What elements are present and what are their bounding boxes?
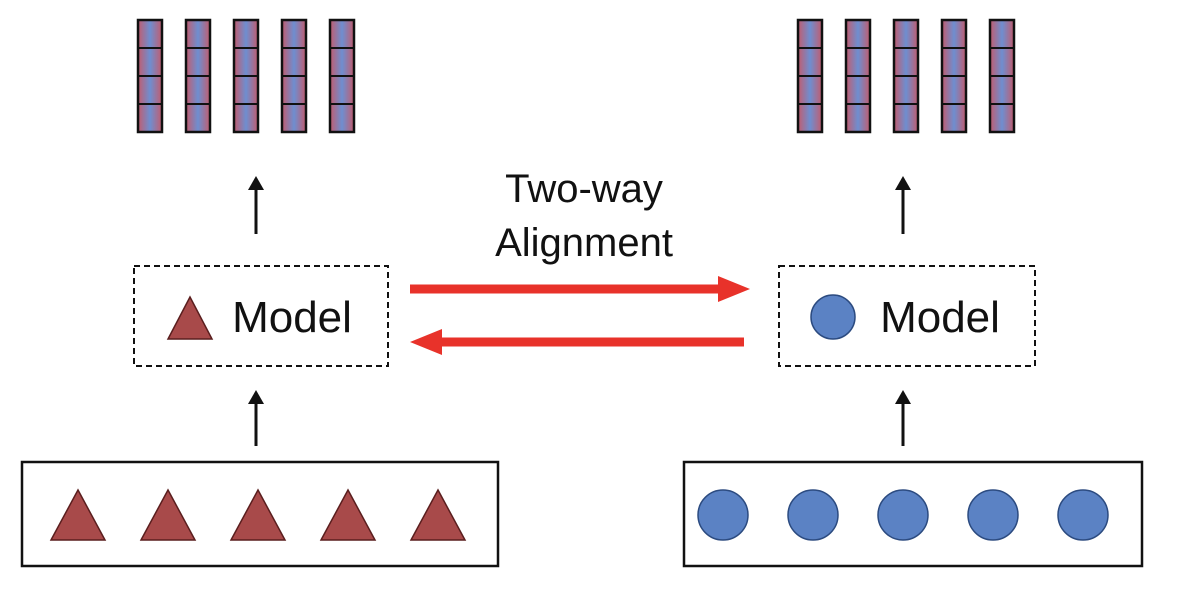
triangle-icon [49, 488, 107, 541]
left-output-vector [136, 18, 164, 134]
right-output-vector [844, 18, 872, 134]
alignment-arrow-left [410, 329, 744, 355]
left-up-arrow-top [248, 176, 264, 234]
left-input-box [20, 460, 500, 568]
right-output-vector [988, 18, 1016, 134]
right-input-tokens [697, 489, 1109, 541]
left-input-tokens [49, 488, 467, 541]
left-up-arrow-bottom [248, 390, 264, 446]
left-output-vector [328, 18, 356, 134]
left-model-box: Model [133, 265, 389, 367]
right-input-box [682, 460, 1144, 568]
right-output-vector [796, 18, 824, 134]
alignment-label-line1: Two-way [505, 167, 663, 211]
triangle-icon [409, 488, 467, 541]
right-up-arrow-top [895, 176, 911, 234]
circle-icon [877, 489, 929, 541]
right-model-box: Model [778, 265, 1036, 367]
circle-icon [967, 489, 1019, 541]
circle-icon [697, 489, 749, 541]
left-output-vectors [136, 18, 356, 134]
left-model-label: Model [232, 293, 352, 342]
circle-icon [787, 489, 839, 541]
triangle-icon [319, 488, 377, 541]
alignment-label-line2: Alignment [495, 221, 673, 265]
right-output-vectors [796, 18, 1016, 134]
right-output-vector [940, 18, 968, 134]
triangle-icon [229, 488, 287, 541]
circle-icon [1057, 489, 1109, 541]
right-up-arrow-bottom [895, 390, 911, 446]
left-output-vector [232, 18, 260, 134]
left-output-vector [184, 18, 212, 134]
triangle-icon [166, 295, 214, 340]
alignment-arrow-right [410, 276, 750, 302]
right-model-label: Model [880, 293, 1000, 342]
circle-icon [810, 294, 856, 340]
triangle-icon [139, 488, 197, 541]
left-output-vector [280, 18, 308, 134]
right-output-vector [892, 18, 920, 134]
